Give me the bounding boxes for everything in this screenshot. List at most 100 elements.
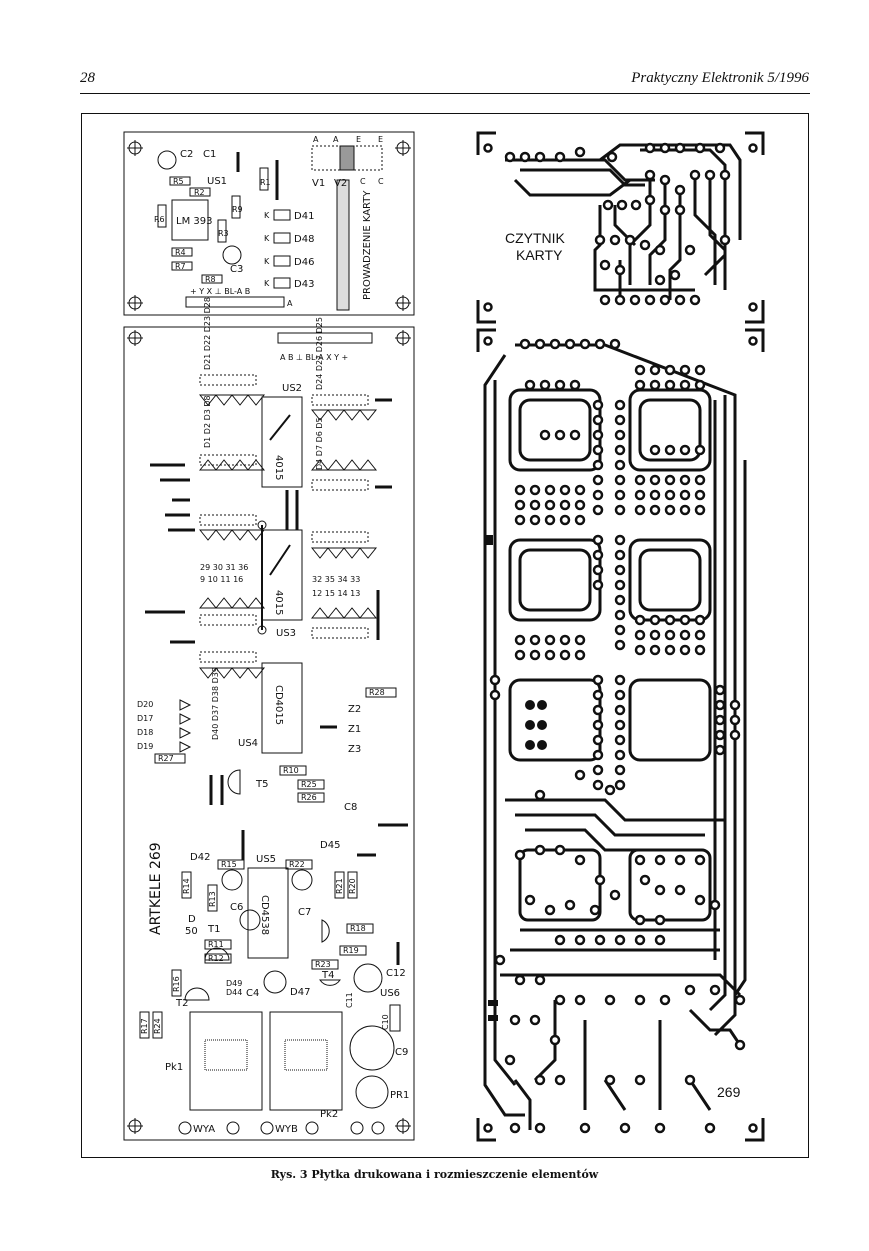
label-us6: US6 [380, 988, 400, 999]
pin-c2: C [378, 177, 384, 186]
pin-c1: C [360, 177, 366, 186]
diode-k1: K [264, 211, 270, 220]
label-r26: R26 [301, 793, 317, 802]
label-4015-a: 4015 [273, 455, 284, 480]
diode-column-label: D40 D37 D38 D39 [211, 667, 220, 740]
label-r27: R27 [158, 754, 174, 763]
label-d45: D45 [320, 840, 340, 851]
pcb-pads [483, 336, 758, 1134]
label-r28: R28 [369, 688, 385, 697]
label-r12: R12 [208, 954, 224, 963]
label-r2: R2 [194, 188, 205, 197]
label-t1: T1 [207, 924, 220, 935]
diode-k3: K [264, 257, 270, 266]
pcb-label-karty: KARTY [516, 247, 563, 263]
label-r7: R7 [175, 262, 186, 271]
main-module-layout [123, 326, 415, 1141]
top-module-layout [123, 131, 415, 316]
label-r15: R15 [221, 860, 237, 869]
main-connector-labels: A B ⊥ BL-A X Y + [280, 353, 348, 362]
label-r19: R19 [343, 946, 359, 955]
label-us1: US1 [207, 176, 227, 187]
label-cd4015: CD4015 [273, 685, 284, 725]
diode-k4: K [264, 279, 270, 288]
label-50: 50 [185, 926, 198, 937]
pcb-label-czytnik: CZYTNIK [505, 230, 566, 246]
label-z1: Z1 [348, 724, 361, 735]
label-c3: C3 [230, 264, 243, 275]
label-v1: V1 [312, 178, 325, 189]
label-d48: D48 [294, 234, 314, 245]
diode-group-2: D24 D27 D26 D25 [315, 317, 324, 390]
label-pk2: Pk2 [320, 1109, 338, 1120]
header-rule [80, 93, 810, 94]
label-c1: C1 [203, 149, 216, 160]
label-r18: R18 [350, 924, 366, 933]
label-v2: V2 [334, 178, 347, 189]
label-z2: Z2 [348, 704, 361, 715]
label-r6: R6 [154, 215, 165, 224]
label-r21: R21 [335, 878, 344, 894]
label-c6: C6 [230, 902, 243, 913]
label-z3: Z3 [348, 744, 361, 755]
number-row-4: 12 15 14 13 [312, 589, 360, 598]
label-d42: D42 [190, 852, 210, 863]
pcb-main-board: 269 [476, 328, 765, 1142]
label-d44: D44 [226, 988, 242, 997]
label-r9: R9 [232, 205, 243, 214]
top-connector-end: A [287, 299, 293, 308]
label-pr1: PR1 [390, 1090, 409, 1101]
label-r1: R1 [260, 178, 271, 187]
label-c8: C8 [344, 802, 357, 813]
label-r10: R10 [283, 766, 299, 775]
label-pk1: Pk1 [165, 1062, 183, 1073]
label-d17: D17 [137, 714, 153, 723]
label-lm393: LM 393 [176, 216, 212, 227]
number-row-3: 32 35 34 33 [312, 575, 360, 584]
pin-a1: A [313, 135, 319, 144]
diode-k2: K [264, 234, 270, 243]
label-r20: R20 [348, 878, 357, 894]
label-r3: R3 [218, 229, 229, 238]
card-guide-label: PROWADZENIE KARTY [362, 190, 373, 300]
label-c11: C11 [345, 992, 354, 1008]
label-d43: D43 [294, 279, 314, 290]
pcb-label-269: 269 [717, 1084, 741, 1100]
article-label: ARTKELE 269 [148, 842, 164, 935]
label-d19: D19 [137, 742, 153, 751]
label-r25: R25 [301, 780, 317, 789]
label-r23: R23 [315, 960, 331, 969]
pin-e1: E [356, 135, 361, 144]
label-r14: R14 [182, 878, 191, 894]
top-connector-labels: + Y X ⊥ BL-A B [190, 287, 250, 296]
number-row-2: 9 10 11 16 [200, 575, 243, 584]
label-c2: C2 [180, 149, 193, 160]
label-c9: C9 [395, 1047, 408, 1058]
label-us3: US3 [276, 628, 296, 639]
diode-group-4: D4 D7 D6 D5 [315, 417, 324, 470]
top-module-labels: C2 C1 R5 US1 R2 R1 R6 LM 393 R9 R3 R4 R7… [154, 135, 384, 308]
pin-a2: A [333, 135, 339, 144]
label-us4: US4 [238, 738, 258, 749]
label-d20: D20 [137, 700, 153, 709]
label-us2: US2 [282, 383, 302, 394]
journal-title: Praktyczny Elektronik 5/1996 [631, 70, 809, 86]
label-d41: D41 [294, 211, 314, 222]
figure-caption: Rys. 3 Płytka drukowana i rozmieszczenie… [270, 1168, 599, 1181]
diode-group-3: D1 D2 D3 D8 [203, 395, 212, 448]
label-r5: R5 [173, 177, 184, 186]
label-d: D [188, 914, 196, 925]
pin-e2: E [378, 135, 383, 144]
label-c10: C10 [381, 1014, 390, 1030]
label-wyb: WYB [275, 1124, 298, 1135]
label-wya: WYA [193, 1124, 215, 1135]
label-r24: R24 [153, 1018, 162, 1034]
label-r22: R22 [289, 860, 305, 869]
label-r17: R17 [140, 1018, 149, 1034]
label-r16: R16 [172, 976, 181, 992]
pcb-top-board: CZYTNIK KARTY [476, 131, 765, 324]
label-d46: D46 [294, 257, 314, 268]
label-d49: D49 [226, 979, 242, 988]
pcb-solid-pads [485, 535, 547, 1021]
label-t2: T2 [175, 998, 188, 1009]
